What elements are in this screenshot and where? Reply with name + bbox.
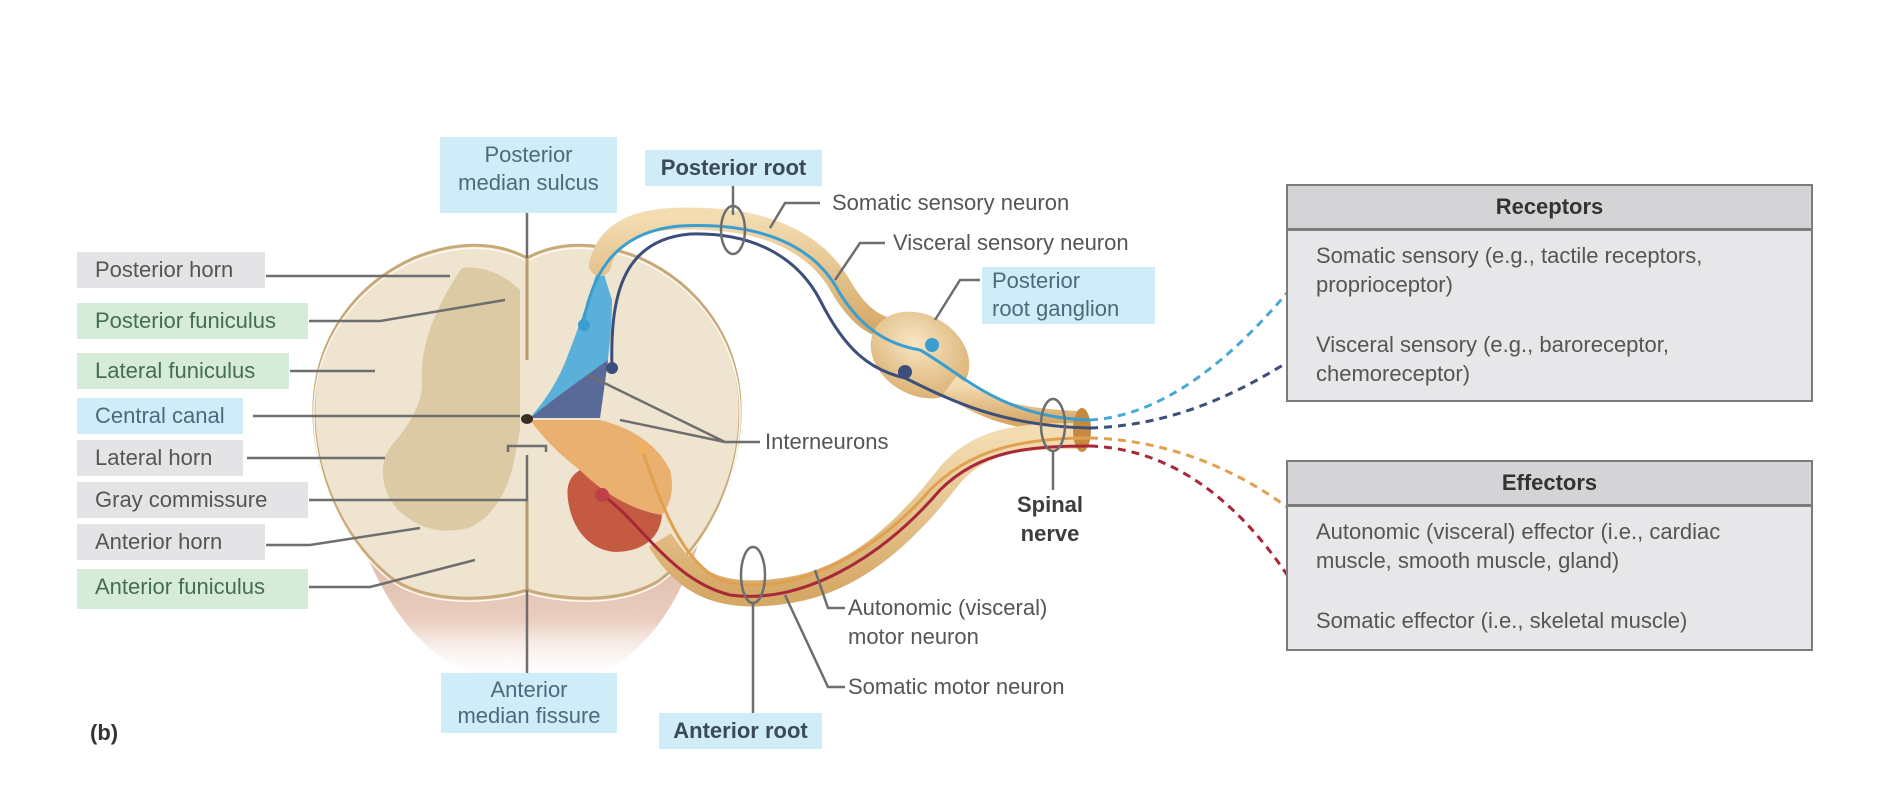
label-central-canal: Central canal xyxy=(77,398,243,434)
motor-zone-autonomic xyxy=(530,420,673,515)
label-posterior-root: Posterior root xyxy=(645,150,822,186)
somatic-motor-neuron-path xyxy=(601,444,1091,598)
label-gray-commissure: Gray commissure xyxy=(77,482,308,518)
receptor-item-somatic: Somatic sensory (e.g., tactile receptors… xyxy=(1316,243,1703,297)
label-somatic-sensory-neuron: Somatic sensory neuron xyxy=(832,190,1070,215)
label-autonomic-motor-neuron: Autonomic (visceral) motor neuron xyxy=(848,593,1047,651)
label-posterior-horn: Posterior horn xyxy=(77,252,265,288)
label-posterior-funiculus: Posterior funiculus xyxy=(77,303,308,339)
label-somatic-motor-neuron: Somatic motor neuron xyxy=(848,674,1065,699)
somatic-sensory-neuron-path xyxy=(580,224,1091,422)
label-anterior-median-fissure-line1: Anterior xyxy=(490,677,568,702)
label-visceral-sensory-neuron: Visceral sensory neuron xyxy=(893,230,1129,255)
figure-label: (b) xyxy=(90,720,119,745)
label-autonomic-motor-neuron-line2: motor neuron xyxy=(848,624,979,649)
effectors-title: Effectors xyxy=(1288,462,1811,507)
label-posterior-median-sulcus: Posterior median sulcus xyxy=(440,137,617,213)
label-anterior-median-fissure: Anterior median fissure xyxy=(441,673,617,733)
receptors-title: Receptors xyxy=(1288,186,1811,231)
label-posterior-median-sulcus-line2: median sulcus xyxy=(458,170,599,195)
receptor-item-visceral: Visceral sensory (e.g., baroreceptor, ch… xyxy=(1316,332,1669,386)
autonomic-effector-connector xyxy=(1089,436,1317,532)
label-lateral-horn: Lateral horn xyxy=(77,440,243,476)
effector-item-autonomic: Autonomic (visceral) effector (i.e., car… xyxy=(1316,519,1721,573)
label-posterior-root-ganglion-line1: Posterior xyxy=(992,268,1081,293)
motor-zone-somatic xyxy=(567,470,662,552)
effector-item-somatic: Somatic effector (i.e., skeletal muscle) xyxy=(1316,608,1688,633)
label-posterior-root-ganglion: Posterior root ganglion xyxy=(982,267,1155,324)
label-posterior-root-ganglion-line2: root ganglion xyxy=(992,296,1120,321)
autonomic-motor-neuron-path xyxy=(640,436,1091,587)
somatic-sensory-connector xyxy=(1089,257,1317,422)
effectors-table: Effectors Autonomic (visceral) effector … xyxy=(1286,460,1813,651)
label-posterior-median-sulcus-line1: Posterior xyxy=(484,142,573,167)
central-canal xyxy=(521,414,533,424)
somatic-effector-connector xyxy=(1089,444,1317,621)
receptors-table: Receptors Somatic sensory (e.g., tactile… xyxy=(1286,184,1813,402)
gray-matter-left xyxy=(382,267,520,531)
label-anterior-funiculus: Anterior funiculus xyxy=(77,569,308,609)
label-autonomic-motor-neuron-line1: Autonomic (visceral) xyxy=(848,595,1048,620)
leader-lines xyxy=(247,186,1067,713)
label-interneurons: Interneurons xyxy=(765,429,889,454)
label-anterior-horn: Anterior horn xyxy=(77,524,265,560)
label-spinal-nerve-line1: Spinal xyxy=(1016,492,1083,517)
posterior-root-nerve xyxy=(589,207,911,341)
label-spinal-nerve-line2: nerve xyxy=(1020,521,1080,546)
anterior-root-nerve xyxy=(648,423,1081,607)
label-anterior-root: Anterior root xyxy=(659,713,822,749)
label-spinal-nerve: Spinal nerve xyxy=(1005,490,1095,548)
visceral-sensory-neuron-path xyxy=(610,232,1091,430)
label-anterior-median-fissure-line2: median fissure xyxy=(457,703,601,728)
label-lateral-funiculus: Lateral funiculus xyxy=(77,353,289,389)
